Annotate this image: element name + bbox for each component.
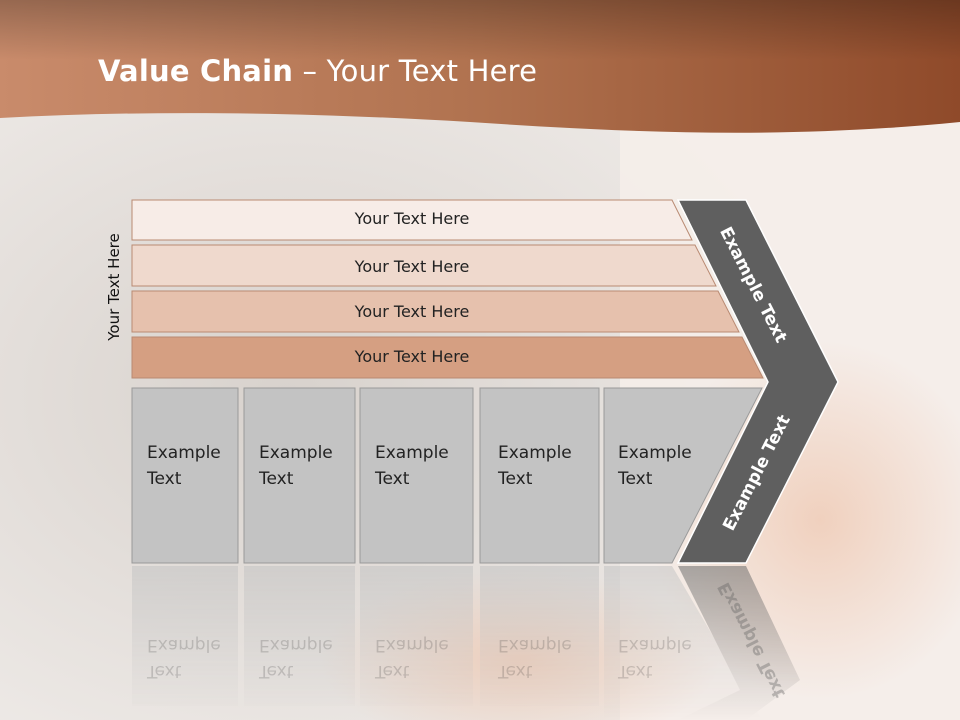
box-2	[243, 387, 356, 564]
row-label-4: Your Text Here	[354, 347, 470, 366]
reflection	[132, 566, 800, 720]
row-label-1: Your Text Here	[354, 209, 470, 228]
slide-title: Value Chain – Your Text Here	[98, 54, 537, 88]
title-rest: – Your Text Here	[293, 54, 538, 88]
row-band-1	[131, 199, 693, 241]
box-5	[603, 387, 763, 564]
row-label-2: Your Text Here	[354, 257, 470, 276]
row-label-3: Your Text Here	[354, 302, 470, 321]
row-band-3	[131, 290, 740, 333]
box-1	[131, 387, 239, 564]
title-bold: Value Chain	[98, 54, 294, 88]
row-band-4	[131, 336, 764, 379]
chevron-arrow	[676, 199, 839, 564]
row-band-2	[131, 244, 717, 287]
box-4	[479, 387, 600, 564]
box-3	[359, 387, 474, 564]
